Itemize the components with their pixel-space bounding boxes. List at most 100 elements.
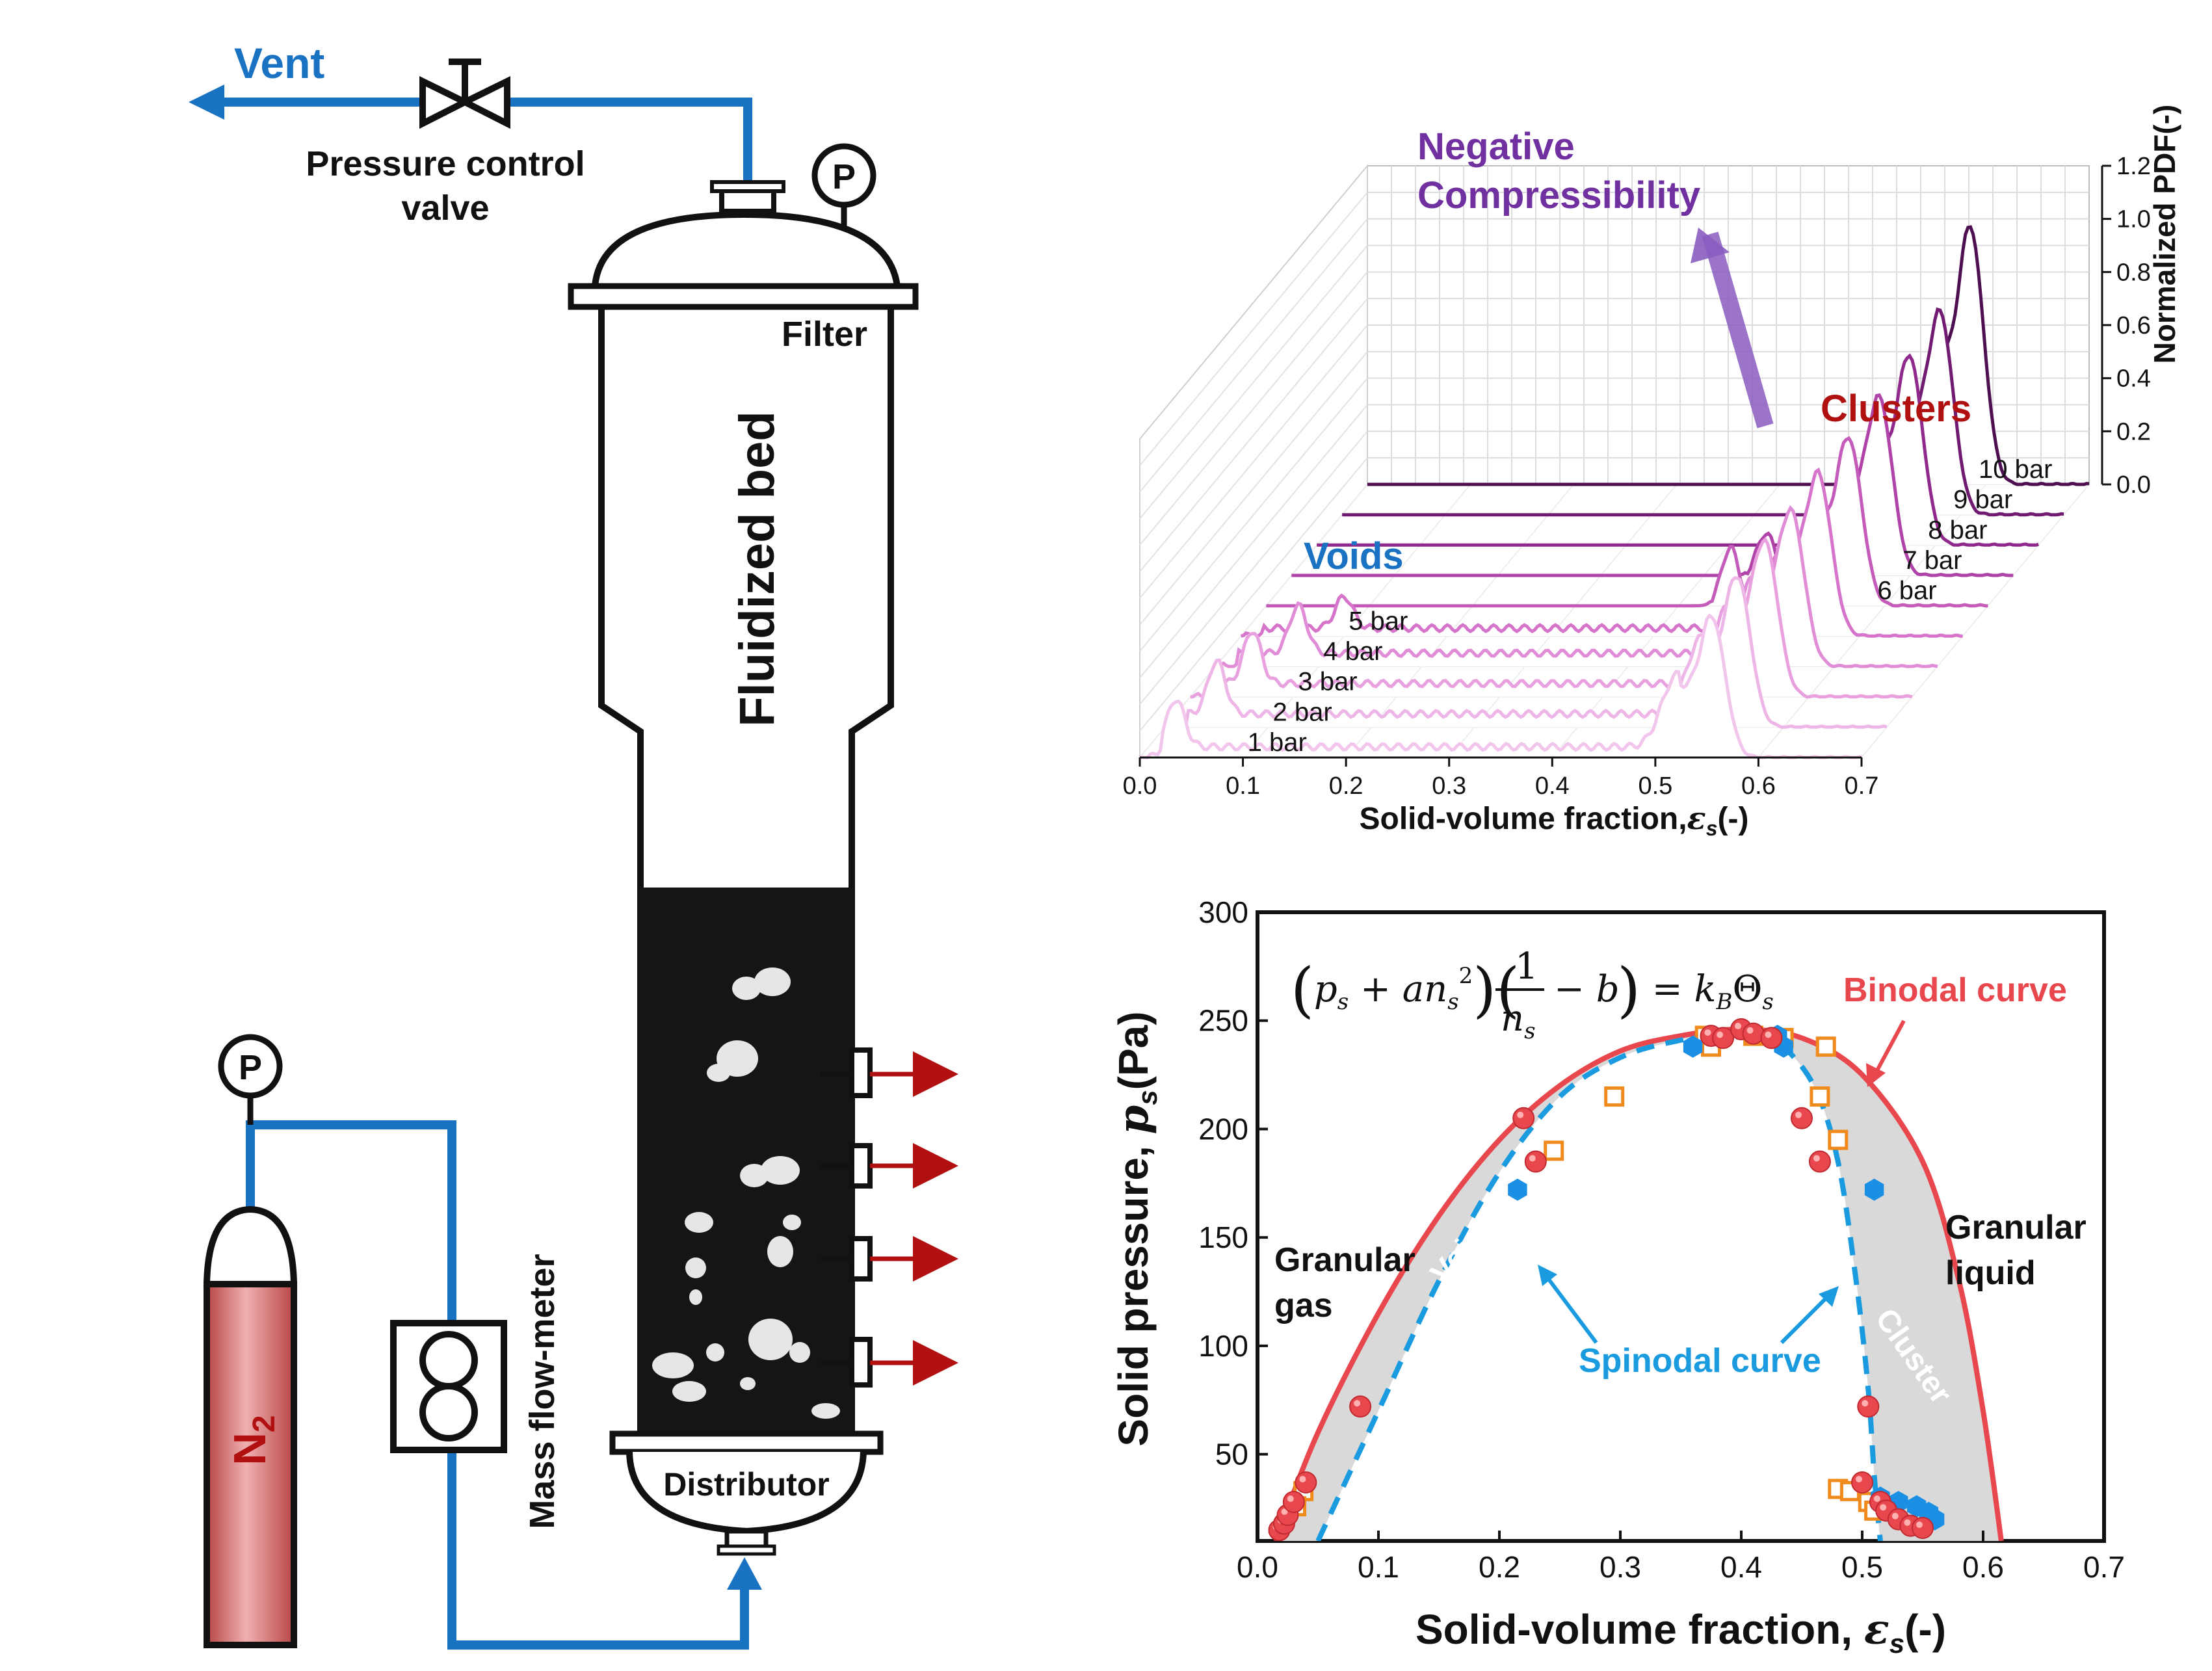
clusters-label: Clusters	[1821, 388, 1971, 430]
spinodal-arrow-left-head-icon	[1538, 1265, 1557, 1286]
pdf-x-tick: 0.3	[1432, 772, 1466, 800]
distributor-label: Distributor	[663, 1466, 830, 1503]
bubble-images	[652, 967, 840, 1419]
state-x-tick: 0.3	[1600, 1550, 1641, 1584]
pdf-x-tick: 0.4	[1535, 772, 1570, 800]
side-ports	[821, 1047, 873, 1388]
state-x-tick: 0.0	[1237, 1550, 1278, 1584]
hexagon-marker	[1864, 1178, 1884, 1201]
pdf-zlabel: Normalized PDF(-)	[2148, 105, 2181, 364]
pdf-z-tick: 0.0	[2116, 471, 2151, 499]
state-x-tick: 0.5	[1841, 1550, 1883, 1584]
state-y-tick: 50	[1215, 1438, 1248, 1471]
square-marker	[1810, 1086, 1830, 1107]
filter-label: Filter	[782, 315, 867, 354]
spinodal-arrow-left	[1546, 1276, 1598, 1344]
pdf-series-line	[1291, 393, 2014, 577]
spinodal-arrow-right	[1780, 1295, 1829, 1345]
pdf-series-line	[1317, 353, 2039, 547]
pdf-series-line	[1367, 225, 2090, 486]
pdf-series-label: 7 bar	[1903, 546, 1962, 575]
state-xlabel: Solid-volume fraction, εs(-)	[1415, 1605, 1946, 1659]
mass-flow-meter-icon	[390, 1320, 507, 1453]
circle-marker	[1760, 1027, 1783, 1049]
pdf-z-tick: 0.6	[2116, 312, 2151, 339]
pdf-z-tick: 0.8	[2116, 259, 2151, 286]
pdf-z-tick: 1.2	[2116, 153, 2151, 180]
state-x-tick: 0.6	[1962, 1550, 2004, 1584]
outlet-arrows	[870, 1051, 958, 1386]
nc-label-line2: Compressibility	[1417, 174, 1700, 217]
binodal-label: Binodal curve	[1843, 971, 2067, 1009]
square-marker	[1544, 1140, 1564, 1161]
state-y-tick: 200	[1198, 1112, 1248, 1146]
circle-marker	[1808, 1150, 1831, 1173]
square-marker	[1828, 1129, 1849, 1150]
fluidized-bed-schematic: Vent Pressure control valve P Filter Flu…	[189, 39, 958, 1650]
circle-marker	[1851, 1471, 1873, 1493]
state-equation: (ps + ans2)() = kBΘs	[1291, 955, 1774, 1025]
state-markers	[1268, 1018, 1945, 1541]
pdf-series-line	[1139, 613, 1862, 759]
circle-marker	[1524, 1150, 1547, 1173]
circle-marker	[1282, 1490, 1305, 1513]
pdf-x-tick: 0.6	[1741, 772, 1776, 800]
pdf-z-tick: 1.0	[2116, 206, 2151, 233]
equation-frac-num: 1	[1515, 945, 1538, 988]
svg-text:P: P	[239, 1048, 262, 1087]
valve-label-line2: valve	[401, 189, 489, 228]
cylinder-subscript: 2	[247, 1415, 282, 1432]
fluidized-bed-label: Fluidized bed	[730, 411, 785, 727]
state-x-tick: 0.7	[2083, 1550, 2125, 1584]
pdf-series-line	[1241, 467, 1963, 638]
pdf-xlabel: Solid-volume fraction,εs(-)	[1360, 800, 1749, 840]
hexagon-marker	[1683, 1035, 1703, 1058]
vent-arrow-icon	[189, 85, 224, 120]
state-y-tick: 300	[1198, 895, 1248, 929]
circle-marker	[1912, 1516, 1934, 1539]
granular-gas-line1: Granular	[1274, 1241, 1415, 1279]
circle-marker	[1295, 1471, 1317, 1493]
circle-marker	[1349, 1395, 1372, 1418]
svg-text:N2: N2	[224, 1415, 282, 1465]
pressure-control-valve-icon	[419, 59, 510, 129]
pdf-series-label: 10 bar	[1979, 455, 2052, 484]
pdf-x-tick: 0.0	[1123, 772, 1157, 800]
nc-label-line1: Negative	[1417, 125, 1575, 168]
state-ylabel: Solid pressure, ps(Pa)	[1109, 1011, 1163, 1446]
pdf-series-line	[1342, 307, 2064, 517]
spinodal-label: Spinodal curve	[1579, 1342, 1821, 1380]
pdf-series-label: 1 bar	[1248, 728, 1307, 757]
spinodal-arrow-right-head-icon	[1819, 1286, 1839, 1307]
pdf-x-tick: 0.1	[1226, 772, 1260, 800]
two-phase-region	[1275, 1029, 2001, 1541]
binodal-arrow	[1874, 1020, 1906, 1074]
bottom-flange	[609, 1430, 884, 1455]
pdf-series-label: 8 bar	[1928, 516, 1987, 544]
circle-marker	[1742, 1022, 1765, 1045]
n2-cylinder-icon: N2	[203, 1205, 298, 1648]
square-marker	[1815, 1036, 1836, 1057]
state-x-tick: 0.1	[1358, 1550, 1399, 1584]
state-y-tick: 100	[1198, 1329, 1248, 1363]
mass-flow-meter-label: Mass flow-meter	[523, 1254, 562, 1529]
pdf-series-line	[1165, 576, 1888, 729]
pdf-x-tick: 0.7	[1845, 772, 1879, 800]
state-x-tick: 0.4	[1720, 1550, 1762, 1584]
pressure-gauge-inlet-icon: P	[218, 1034, 283, 1125]
granular-gas-line2: gas	[1274, 1287, 1333, 1324]
nc-arrow	[1702, 231, 1774, 428]
valve-label-line1: Pressure control	[306, 144, 585, 183]
voids-label: Voids	[1304, 535, 1404, 577]
pdf-series-label: 3 bar	[1298, 668, 1357, 696]
pdf-series-label: 2 bar	[1273, 698, 1332, 726]
circle-marker	[1791, 1107, 1813, 1129]
granular-liquid-line2: liquid	[1945, 1254, 2036, 1292]
square-marker	[1604, 1086, 1625, 1107]
vessel-dome	[592, 211, 901, 287]
